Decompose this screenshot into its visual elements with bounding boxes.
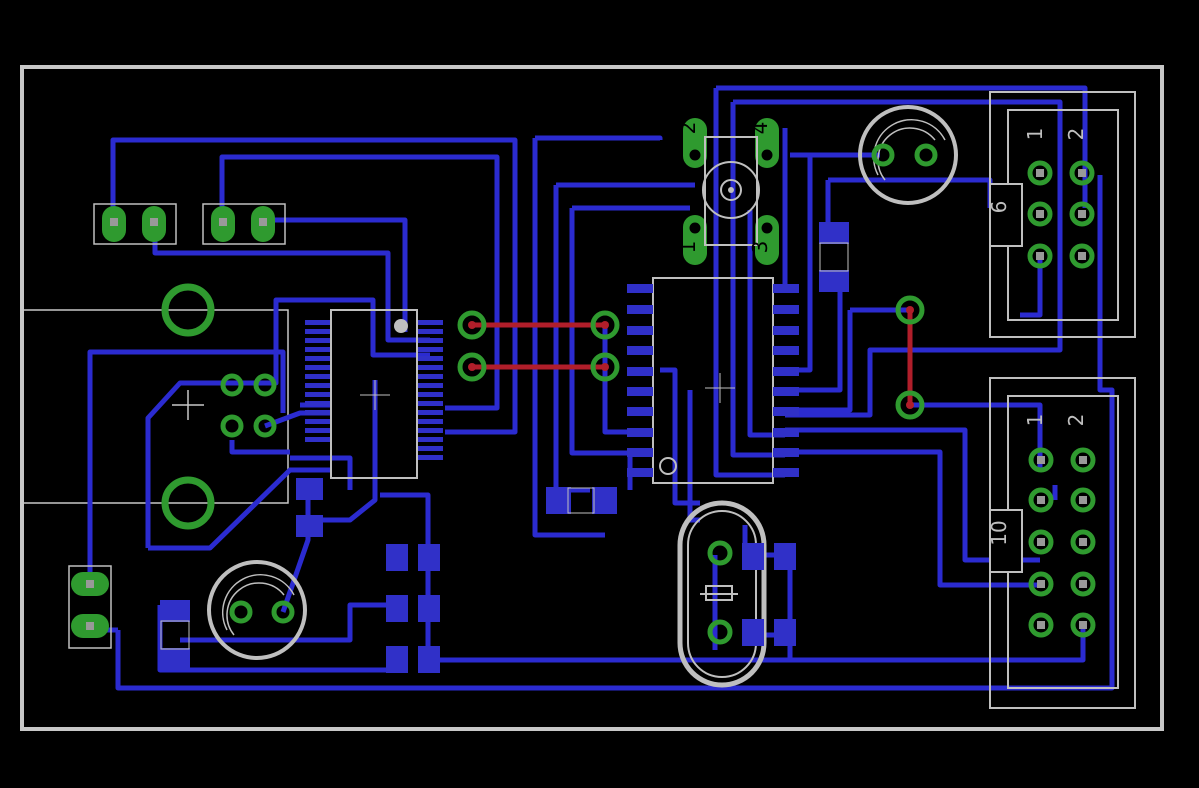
tactile-pin-1-label: 1: [676, 241, 700, 254]
jumper-jp3: [68, 565, 112, 649]
hdr10-size-label: 10: [987, 520, 1011, 545]
hdr10-pin2-label: 2: [1064, 414, 1088, 427]
cap-c4: [386, 595, 440, 622]
hdr6-pin2-label: 2: [1064, 128, 1088, 141]
buzzer-top: [858, 105, 958, 205]
jumper-jp1: [93, 203, 177, 245]
tactile-pin-2-label: 2: [676, 122, 700, 135]
cap-c6: [742, 543, 796, 570]
via-pads: [457, 295, 925, 420]
crystal: [677, 500, 767, 688]
top-traces: [87, 85, 1115, 691]
ic-soic: [627, 277, 799, 484]
tactile-pin-3-label: 3: [748, 241, 772, 254]
via-centers: [468, 306, 914, 409]
bottom-traces: [472, 310, 913, 405]
cap-c3: [386, 544, 440, 571]
hdr6-size-label: 6: [987, 201, 1011, 214]
smd-passives: [160, 222, 849, 673]
ic-ssop: [305, 309, 443, 479]
header-10pin: 10 1 2: [987, 377, 1136, 709]
tactile-switch: 2 4 1 3: [676, 118, 779, 265]
buzzer-bottom: [207, 560, 307, 660]
res-r1: [819, 222, 849, 292]
header-6pin: 6 1 2: [987, 91, 1136, 338]
cap-c7: [742, 619, 796, 646]
usb-connector: [21, 309, 289, 504]
usb-mount-holes: [161, 283, 215, 530]
cap-c1: [546, 487, 617, 514]
usb-pins: [220, 373, 277, 438]
hdr10-pin1-label: 1: [1023, 414, 1047, 427]
cap-c5: [386, 646, 440, 673]
cap-c2: [296, 478, 323, 537]
tactile-pin-4-label: 4: [748, 122, 772, 135]
jumper-jp2: [202, 203, 286, 245]
hdr6-pin1-label: 1: [1023, 128, 1047, 141]
res-r2: [160, 600, 190, 670]
